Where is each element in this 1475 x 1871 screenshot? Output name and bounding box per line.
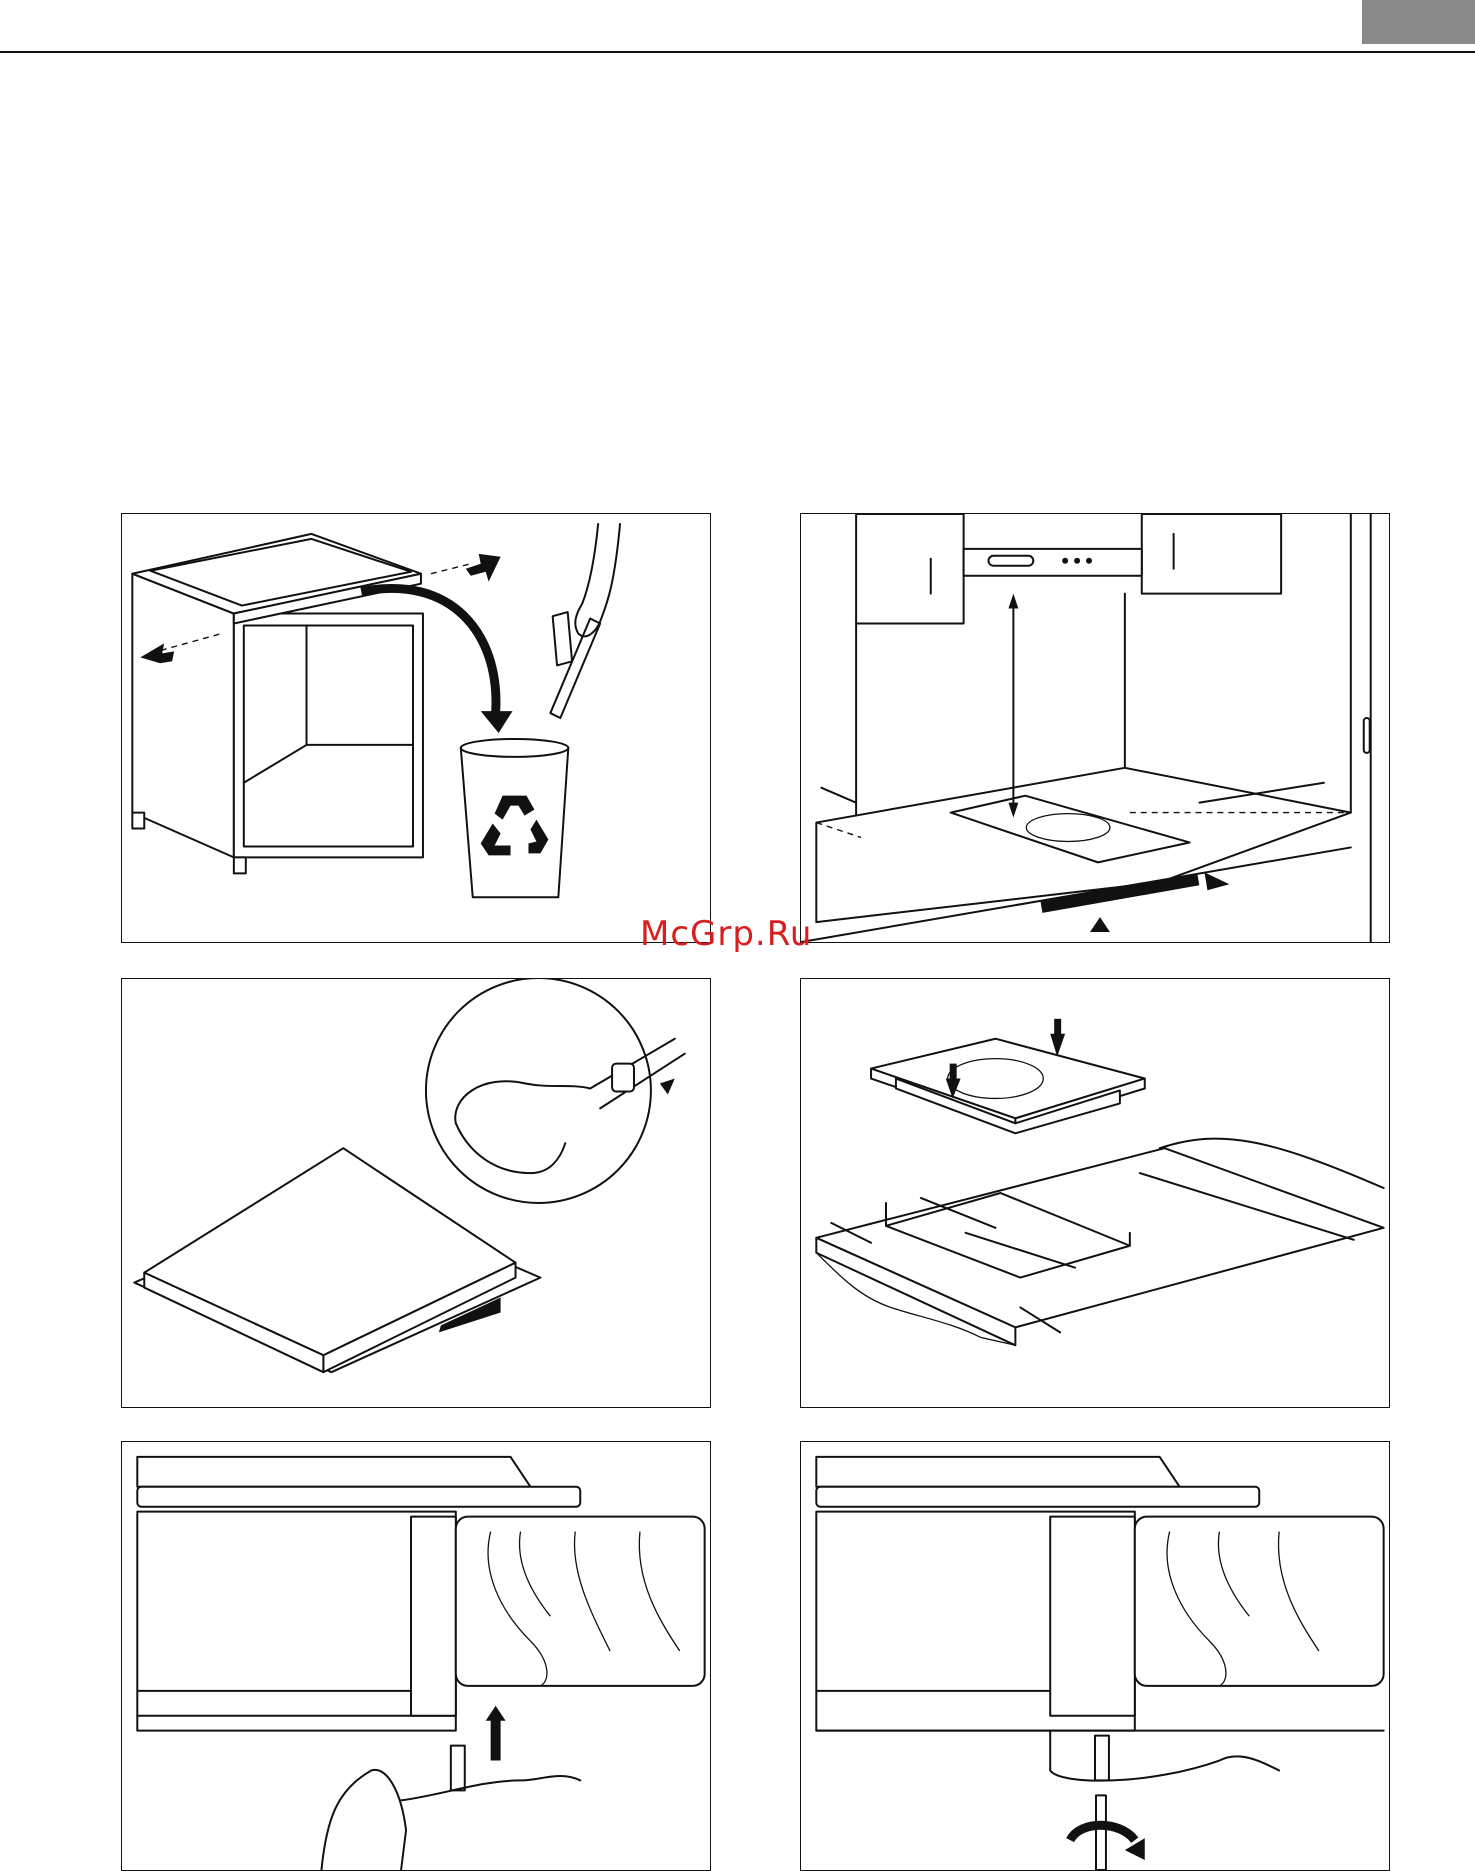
header-rule bbox=[0, 51, 1475, 53]
recycle-bin-icon bbox=[461, 748, 568, 897]
screw-icon bbox=[451, 1746, 465, 1791]
screw-icon bbox=[1095, 1736, 1109, 1781]
cabinet-illustration bbox=[122, 514, 710, 942]
page-header-tab bbox=[1362, 0, 1475, 44]
arrow-icon bbox=[466, 554, 501, 582]
figure-tighten-bracket bbox=[800, 1441, 1390, 1871]
figure-kitchen-clearances bbox=[800, 513, 1390, 943]
figure-attach-bracket bbox=[121, 1441, 711, 1871]
figure-insert-hob-into-cutout bbox=[800, 978, 1390, 1408]
screwdriver-icon bbox=[1096, 1795, 1106, 1870]
hand-icon bbox=[575, 524, 620, 636]
figure-cabinet-remove-rail bbox=[121, 513, 711, 943]
watermark: McGrp.Ru bbox=[640, 914, 812, 954]
hand-icon bbox=[321, 1770, 406, 1870]
arrow-icon bbox=[486, 1706, 506, 1761]
figure-apply-seal-strip bbox=[121, 978, 711, 1408]
